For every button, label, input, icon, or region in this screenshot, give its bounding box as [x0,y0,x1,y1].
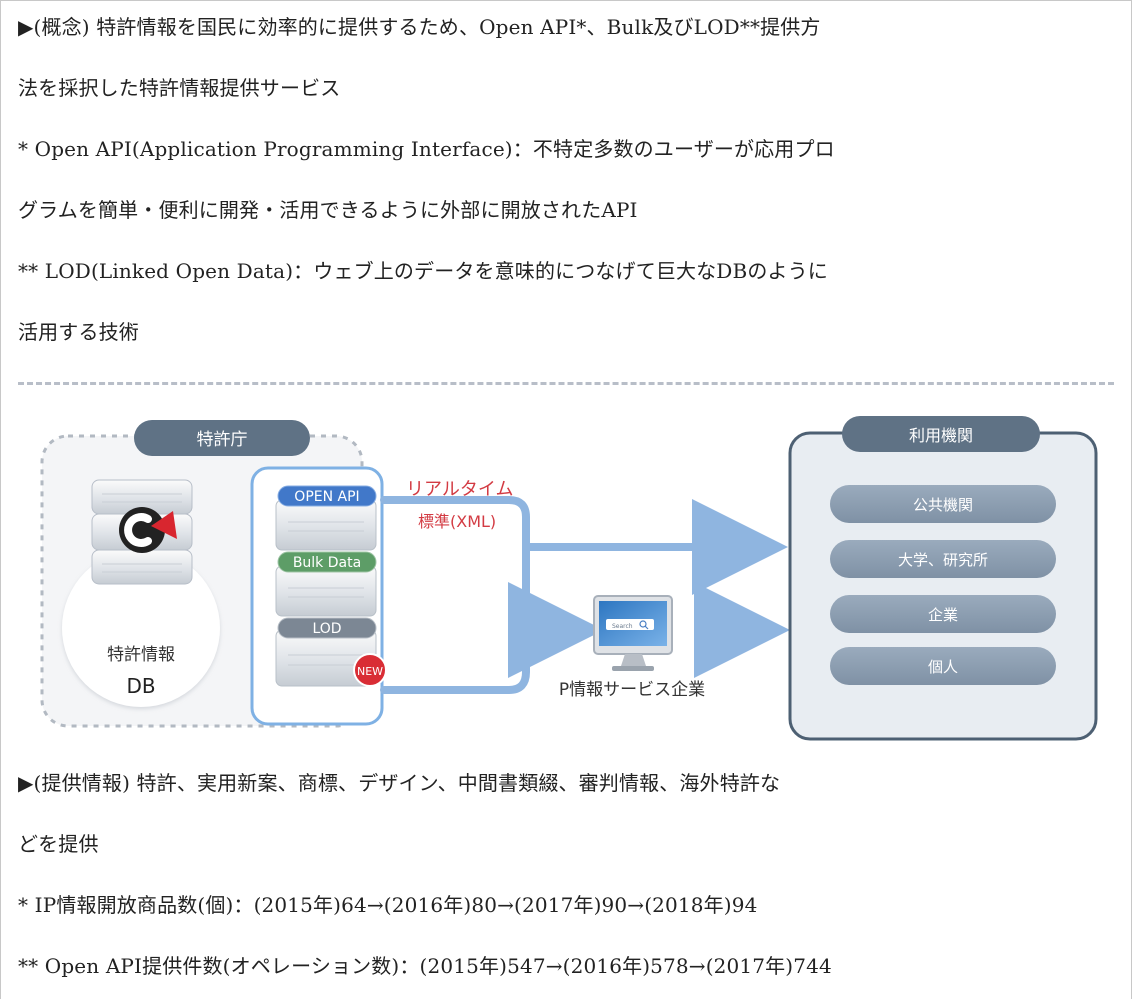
patent-db-circle [62,549,220,707]
open-api-footnote-line-2: グラムを簡単・便利に開発・活用できるように外部に開放されたAPI [18,198,638,222]
users-title-pill [842,416,1040,452]
patent-db-group: 特許情報 DB [62,479,220,707]
realtime-label: リアルタイム [406,479,513,500]
user-label-companies: 企業 [928,606,958,624]
service-company-group: Search P情報サービス企業 [559,595,705,700]
open-api-pill [277,485,377,507]
database-icon [91,479,193,585]
left-border [0,0,1,999]
search-field-label: Search [612,623,633,630]
users-title: 利用機関 [909,426,973,445]
new-badge-label: NEW [357,665,383,678]
bulk-data-pill [277,551,377,573]
patent-db-label-line-1: 特許情報 [107,645,175,665]
bulk-data-server: Bulk Data [275,551,377,617]
lod-label: LOD [312,621,341,637]
patent-db-label-line-2: DB [126,674,155,698]
open-api-stat-line: ** Open API提供件数(オペレーション数)：(2015年)547→(20… [18,954,832,978]
user-pill-universities [830,540,1056,578]
lod-footnote-line-1: ** LOD(Linked Open Data)：ウェブ上のデータを意味的につな… [18,259,828,283]
user-label-individuals: 個人 [928,658,958,676]
user-label-universities: 大学、研究所 [898,551,988,569]
users-group: 利用機関 公共機関 大学、研究所 企業 個人 [788,416,1098,741]
patent-information-service-diagram: 特許庁 特許情報 DB [20,398,1112,758]
dashed-separator [18,382,1114,385]
intro-line-2: 法を採択した特許情報提供サービス [18,76,341,100]
lod-footnote-line-2: 活用する技術 [18,320,139,344]
provided-info-line-1: ▶(提供情報) 特許、実用新案、商標、デザイン、中間書類綴、審判情報、海外特許な [18,771,781,795]
users-panel [788,431,1098,741]
ip-products-stat-line: * IP情報開放商品数(個)：(2015年)64→(2016年)80→(2017… [18,893,758,917]
user-pill-individuals [830,647,1056,685]
service-company-label: P情報サービス企業 [559,680,705,700]
open-api-server: OPEN API [275,485,377,551]
provided-info-line-2: どを提供 [18,832,99,856]
user-pill-public-institutions [830,485,1056,523]
open-api-footnote-line-1: * Open API(Application Programming Inter… [18,137,835,161]
intro-line-1: ▶(概念) 特許情報を国民に効率的に提供するため、Open API*、Bulk及… [18,15,821,39]
standard-xml-label: 標準(XML) [418,512,496,531]
user-pill-companies [830,595,1056,633]
provision-methods-group: OPEN API Bulk Data LOD NEW [250,466,387,726]
new-badge [353,653,387,687]
delivery-flow: リアルタイム 標準(XML) [380,479,790,694]
open-api-label: OPEN API [294,489,359,505]
patent-office-title-pill [134,420,310,456]
magnifier-icon [639,620,647,628]
lod-pill [277,617,377,639]
user-label-public-institutions: 公共機関 [913,496,973,514]
patent-office-title: 特許庁 [197,430,248,450]
top-border [0,0,1132,1]
monitor-icon: Search [593,595,673,671]
lod-server: LOD NEW [275,617,387,687]
bulk-data-label: Bulk Data [293,555,361,571]
diagram-svg: 特許庁 特許情報 DB [40,416,1098,741]
